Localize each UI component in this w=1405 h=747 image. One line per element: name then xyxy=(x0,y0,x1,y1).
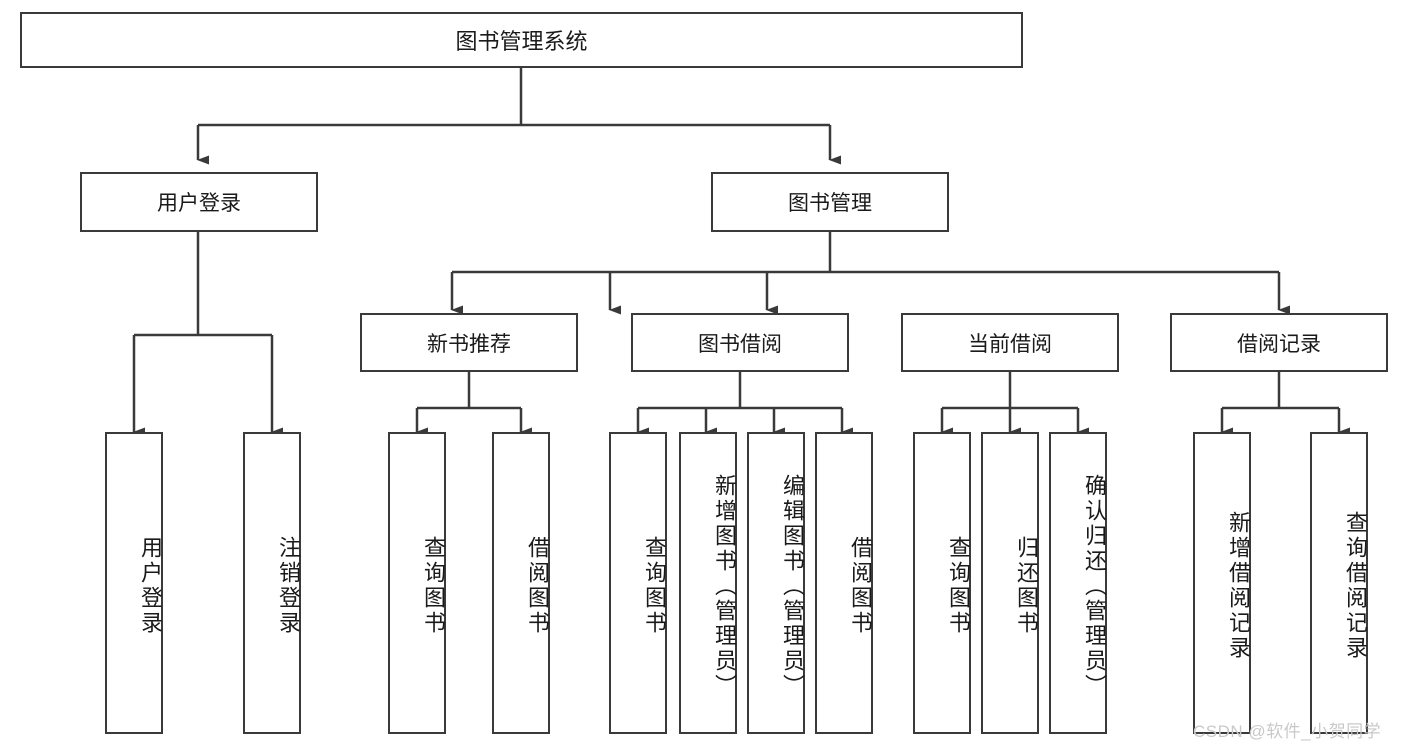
node-label: 图书管理系统 xyxy=(455,29,588,54)
node-label: 归还图书 xyxy=(1014,536,1039,636)
node-label: 查询图书 xyxy=(946,536,971,636)
node-current-borrow[interactable]: 当前借阅 xyxy=(901,313,1119,372)
node-book-borrow[interactable]: 图书借阅 xyxy=(631,313,849,372)
node-label: 确认归还（管理员） xyxy=(1082,473,1107,699)
leaf-user-login-login[interactable]: 用户登录 xyxy=(105,432,163,734)
node-new-book-recommend[interactable]: 新书推荐 xyxy=(360,313,578,372)
node-label: 新书推荐 xyxy=(427,332,511,356)
node-label: 图书管理 xyxy=(788,192,872,215)
node-label: 注销登录 xyxy=(276,536,301,636)
node-root-system[interactable]: 图书管理系统 xyxy=(20,12,1023,68)
leaf-borrow-borrow-book[interactable]: 借阅图书 xyxy=(815,432,873,734)
leaf-record-add-record[interactable]: 新增借阅记录 xyxy=(1193,432,1251,734)
node-label: 查询借阅记录 xyxy=(1343,511,1368,661)
node-label: 新增借阅记录 xyxy=(1226,511,1251,661)
leaf-borrow-query-book[interactable]: 查询图书 xyxy=(609,432,667,734)
leaf-recommend-borrow-book[interactable]: 借阅图书 xyxy=(492,432,550,734)
node-label: 用户登录 xyxy=(138,536,163,636)
csdn-watermark: CSDN @软件_小贺同学 xyxy=(1193,722,1382,741)
node-label: 新增图书（管理员） xyxy=(712,473,737,699)
node-label: 用户登录 xyxy=(157,192,241,215)
leaf-current-return-book[interactable]: 归还图书 xyxy=(981,432,1039,734)
leaf-borrow-edit-book[interactable]: 编辑图书（管理员） xyxy=(747,432,805,734)
leaf-recommend-query-book[interactable]: 查询图书 xyxy=(388,432,446,734)
node-label: 查询图书 xyxy=(642,536,667,636)
node-user-login[interactable]: 用户登录 xyxy=(80,172,318,232)
node-label: 当前借阅 xyxy=(968,332,1052,356)
leaf-current-query-book[interactable]: 查询图书 xyxy=(913,432,971,734)
node-label: 借阅图书 xyxy=(525,536,550,636)
node-label: 借阅图书 xyxy=(848,536,873,636)
node-book-management[interactable]: 图书管理 xyxy=(711,172,949,232)
leaf-user-login-logout[interactable]: 注销登录 xyxy=(243,432,301,734)
node-borrow-record[interactable]: 借阅记录 xyxy=(1170,313,1388,372)
node-label: 图书借阅 xyxy=(698,332,782,356)
leaf-borrow-add-book[interactable]: 新增图书（管理员） xyxy=(679,432,737,734)
node-label: 借阅记录 xyxy=(1237,332,1321,356)
node-label: 编辑图书（管理员） xyxy=(780,473,805,699)
node-label: 查询图书 xyxy=(421,536,446,636)
leaf-record-query-record[interactable]: 查询借阅记录 xyxy=(1310,432,1368,734)
leaf-current-confirm-return[interactable]: 确认归还（管理员） xyxy=(1049,432,1107,734)
